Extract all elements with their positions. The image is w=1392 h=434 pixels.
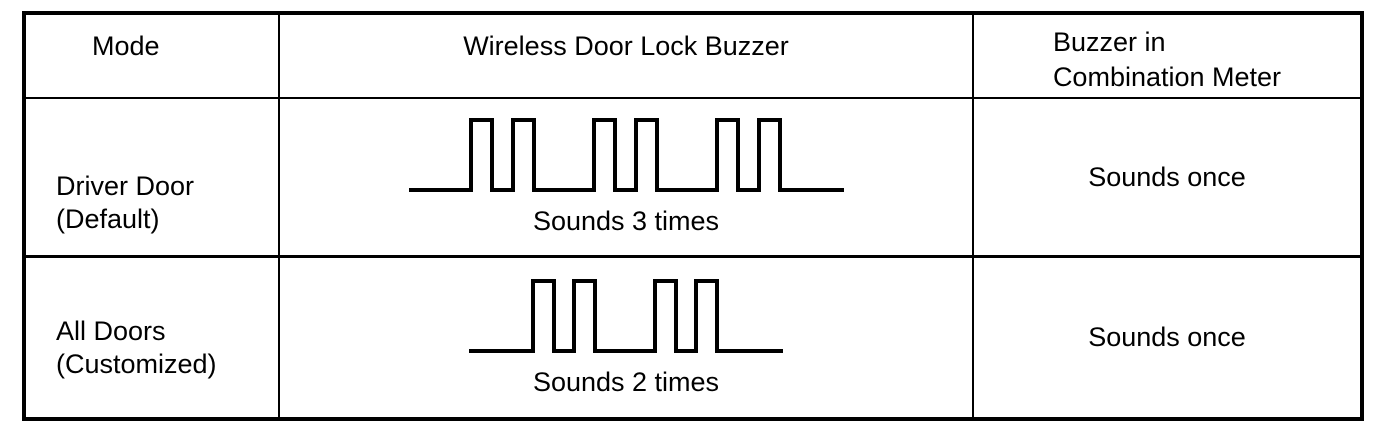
- header-combination-meter-label: Buzzer in Combination Meter: [1052, 27, 1282, 92]
- mode-label-all-doors: All Doors (Customized): [56, 315, 217, 379]
- row-driver-door-mode-cell: Driver Door (Default): [26, 99, 278, 258]
- header-wireless-buzzer-label: Wireless Door Lock Buzzer: [463, 31, 789, 61]
- buzzer-mode-table: Mode Wireless Door Lock Buzzer Buzzer in…: [22, 11, 1364, 421]
- header-cell-wireless-door-lock-buzzer: Wireless Door Lock Buzzer: [278, 15, 972, 99]
- waveform-caption-driver-door: Sounds 3 times: [532, 206, 720, 236]
- combination-meter-value-all-doors: Sounds once: [1088, 322, 1246, 352]
- header-cell-combination-meter-buzzer: Buzzer in Combination Meter: [972, 15, 1360, 99]
- header-cell-mode: Mode: [26, 15, 278, 99]
- row-all-doors-combination-meter-cell: Sounds once: [972, 258, 1360, 417]
- combination-meter-value-driver-door: Sounds once: [1088, 161, 1246, 192]
- row-driver-door-combination-meter-cell: Sounds once: [972, 99, 1360, 258]
- row-driver-door-waveform-cell: Sounds 3 times: [278, 99, 972, 258]
- header-mode-label: Mode: [92, 31, 160, 61]
- waveform-caption-all-doors: Sounds 2 times: [532, 366, 720, 397]
- mode-label-driver-door: Driver Door (Default): [56, 171, 195, 234]
- buzzer-waveform-driver-door: [408, 118, 844, 192]
- row-all-doors-waveform-cell: Sounds 2 times: [278, 258, 972, 417]
- buzzer-waveform-all-doors: [469, 278, 783, 353]
- row-all-doors-mode-cell: All Doors (Customized): [26, 258, 278, 417]
